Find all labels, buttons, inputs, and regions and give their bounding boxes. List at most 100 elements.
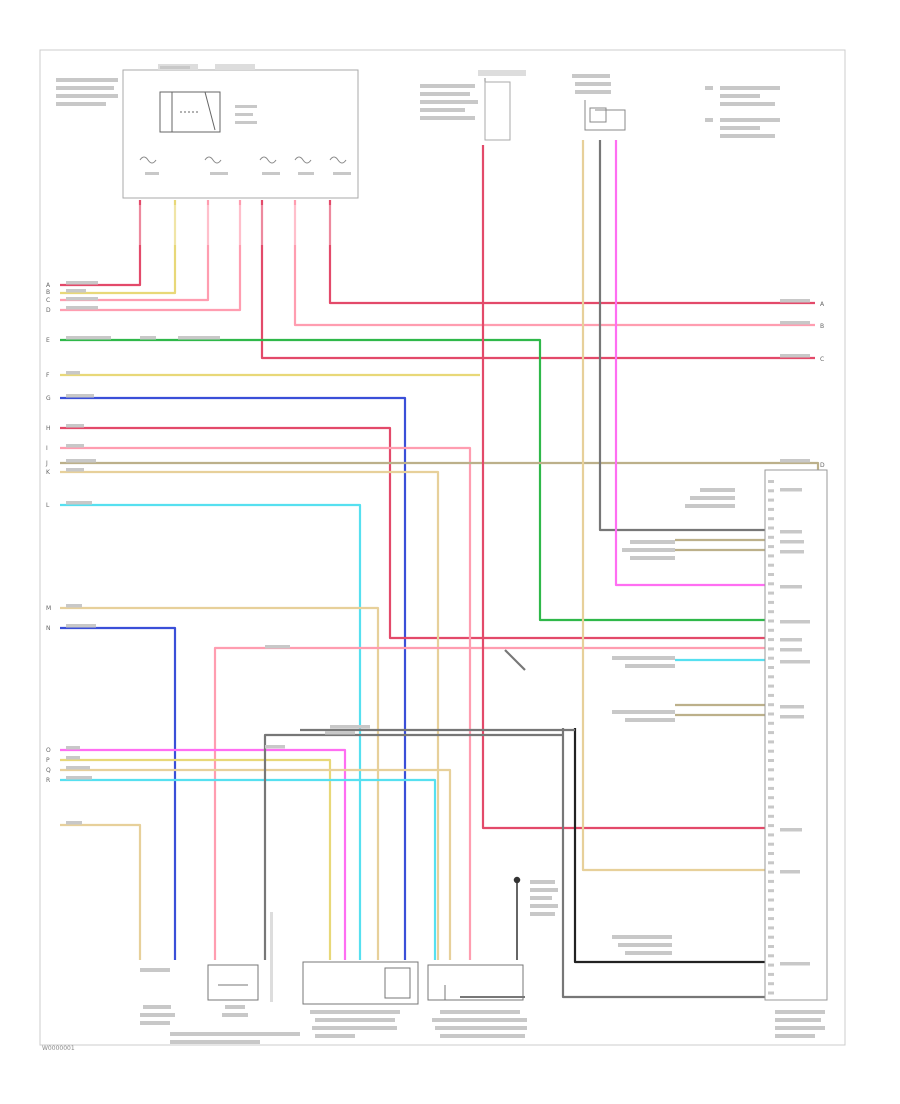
- bottom-components: [207, 912, 525, 1005]
- ecm-pin-label: [780, 585, 802, 589]
- wire-i-pink: [60, 446, 472, 960]
- ecm-pin: [768, 945, 774, 948]
- fuse-symbols: [139, 156, 347, 164]
- ecm-pin-label: [780, 828, 802, 832]
- left-terminal-i: I: [46, 445, 48, 452]
- wire-label: [66, 776, 92, 780]
- ecm-pin: [768, 814, 774, 818]
- wire-a-red: [60, 200, 142, 287]
- ecm-pin: [768, 954, 774, 958]
- wire-label: [66, 501, 92, 505]
- wire-top-pink-1: [293, 200, 815, 327]
- ecm-pin: [768, 786, 774, 790]
- ground-symbol: [513, 876, 521, 960]
- connector-stub: [327, 205, 333, 245]
- evap-sensor: [427, 964, 524, 1001]
- ecm-pin: [768, 619, 774, 623]
- left-terminal-g: G: [46, 395, 51, 402]
- wire-label: [780, 354, 810, 358]
- ecm-pin: [768, 526, 774, 530]
- wire-top-red-2: [260, 200, 815, 360]
- wire-label: [66, 821, 82, 825]
- ecm-pin: [768, 935, 774, 939]
- wire-n-blue: [60, 626, 177, 960]
- ecm-pin: [768, 480, 774, 483]
- ecm-pin: [768, 759, 774, 762]
- wire-magenta-1: [60, 748, 347, 960]
- ecm-pin: [768, 907, 774, 911]
- right-terminal-c: C: [820, 356, 824, 363]
- ecm-pin-label: [780, 638, 802, 642]
- ecm-pin: [768, 731, 774, 735]
- right-terminal-d: D: [820, 462, 825, 469]
- wire-label: [66, 468, 84, 472]
- connector-stub: [237, 205, 243, 245]
- footer-code: W0000001: [42, 1045, 75, 1052]
- ecm-pin: [768, 740, 774, 744]
- wire-label: [66, 746, 80, 750]
- connector-stub: [172, 205, 178, 245]
- wire-e-green: [60, 338, 765, 622]
- ecm-pin: [768, 638, 774, 642]
- left-terminal-f: F: [46, 372, 50, 379]
- wire-l-cyan: [60, 503, 362, 960]
- ecm-pin: [768, 721, 774, 725]
- wire-q-cyan: [60, 778, 437, 960]
- ecm-pin: [768, 768, 774, 772]
- wire-h-red: [60, 426, 765, 640]
- component-annotations: [612, 488, 735, 955]
- ecm-pin: [768, 628, 774, 632]
- wire-p-tan: [60, 768, 452, 960]
- fuel-tank-pressure-sensor: [572, 74, 626, 131]
- wire-sensor-gray: [598, 140, 765, 532]
- ecm-pin: [768, 991, 774, 995]
- wire-r-tan: [60, 823, 142, 960]
- fuse-block-label-blocks: [56, 66, 351, 175]
- ecm-pin: [768, 917, 774, 921]
- wire-label: [780, 459, 810, 463]
- fuel-pump-control-module: [764, 469, 828, 1038]
- right-terminal-b: B: [820, 323, 824, 330]
- left-terminal-e: E: [46, 337, 50, 344]
- wire-black-ecm: [573, 728, 765, 964]
- ecm-pin-label: [780, 660, 810, 664]
- wire-label: [178, 336, 220, 340]
- connector-stub: [292, 205, 298, 245]
- ecm-pin-label: [780, 620, 810, 624]
- ecm-pin: [768, 591, 774, 595]
- wire-k-tan: [60, 470, 440, 960]
- left-terminal-h: H: [46, 425, 51, 432]
- ecm-pin: [768, 712, 774, 716]
- ecm-pin: [768, 972, 774, 976]
- wire-gray-mid: [263, 733, 563, 960]
- ecm-pin: [768, 489, 774, 493]
- legend-block: [705, 86, 780, 138]
- ecm-pin: [768, 498, 774, 502]
- wire-label: [140, 336, 156, 340]
- ecm-pin: [768, 898, 774, 902]
- ecm-pin: [768, 545, 774, 549]
- left-terminal-r: R: [46, 777, 50, 784]
- wire-sensor-tan: [581, 140, 765, 872]
- wire-label: [66, 306, 98, 310]
- wire-label: [330, 725, 370, 729]
- left-terminal-k: K: [46, 469, 51, 476]
- ecm-pin-label: [780, 962, 810, 966]
- wire-label: [66, 766, 90, 770]
- wire-pink-mid: [213, 646, 765, 960]
- ecm-pin-label: [780, 705, 804, 709]
- fuel-level-sensor: [207, 964, 259, 1001]
- wire-d-pink: [60, 200, 242, 312]
- ecm-pin: [768, 889, 774, 893]
- ecm-pin: [768, 777, 774, 781]
- ecm-pin-label: [780, 715, 804, 719]
- ecm-pin: [768, 517, 774, 521]
- left-terminal-m: M: [46, 605, 51, 612]
- underhood-relay-component: [420, 70, 526, 141]
- left-terminal-d: D: [46, 307, 51, 314]
- wire-m-tan: [60, 606, 380, 960]
- wire-sensor-mag: [614, 140, 765, 587]
- left-terminal-n: N: [46, 625, 51, 632]
- right-terminal-a: A: [820, 301, 825, 308]
- fuse-block: [56, 64, 359, 199]
